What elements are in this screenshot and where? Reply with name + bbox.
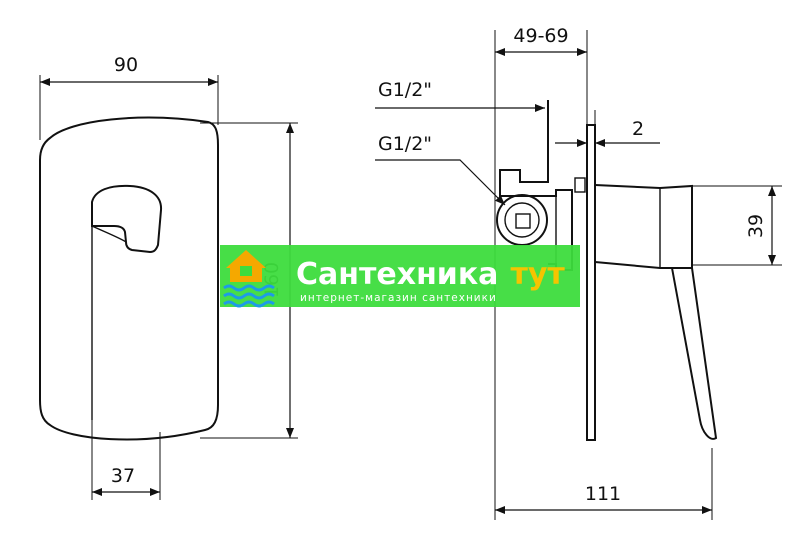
watermark-tagline: интернет-магазин сантехники (300, 292, 497, 304)
watermark-brand: Сантехника тут (296, 257, 565, 292)
watermark: Сантехника тут интернет-магазин сантехни… (220, 245, 580, 308)
cover-plate-outline (39, 116, 219, 441)
watermark-brand-part2: тут (510, 257, 565, 292)
dim-plate-thickness: 2 (632, 118, 644, 140)
lever-front-stem (91, 225, 127, 420)
thread-label-side: G1/2" (378, 133, 432, 155)
dim-width: 90 (114, 54, 138, 76)
dim-total-depth: 111 (585, 483, 621, 505)
lever-side (671, 267, 718, 440)
inlet-inner-circle (504, 202, 540, 238)
watermark-band (220, 245, 580, 307)
thread-label-top: G1/2" (378, 79, 432, 101)
house-icon (226, 250, 266, 282)
waves-icon (223, 284, 275, 308)
lever-front-outline (91, 184, 163, 254)
dim-depth-range: 49-69 (513, 25, 568, 47)
plate-nut (574, 177, 586, 193)
wall-plate (586, 124, 596, 441)
handle-body (594, 184, 693, 269)
leader-thread-side (375, 159, 506, 206)
watermark-brand-part1: Сантехника (296, 257, 498, 292)
dim-lever-width: 37 (111, 465, 135, 487)
valve-body (499, 100, 573, 271)
inlet-slot (515, 213, 531, 229)
dim-handle-height: 39 (745, 214, 767, 238)
